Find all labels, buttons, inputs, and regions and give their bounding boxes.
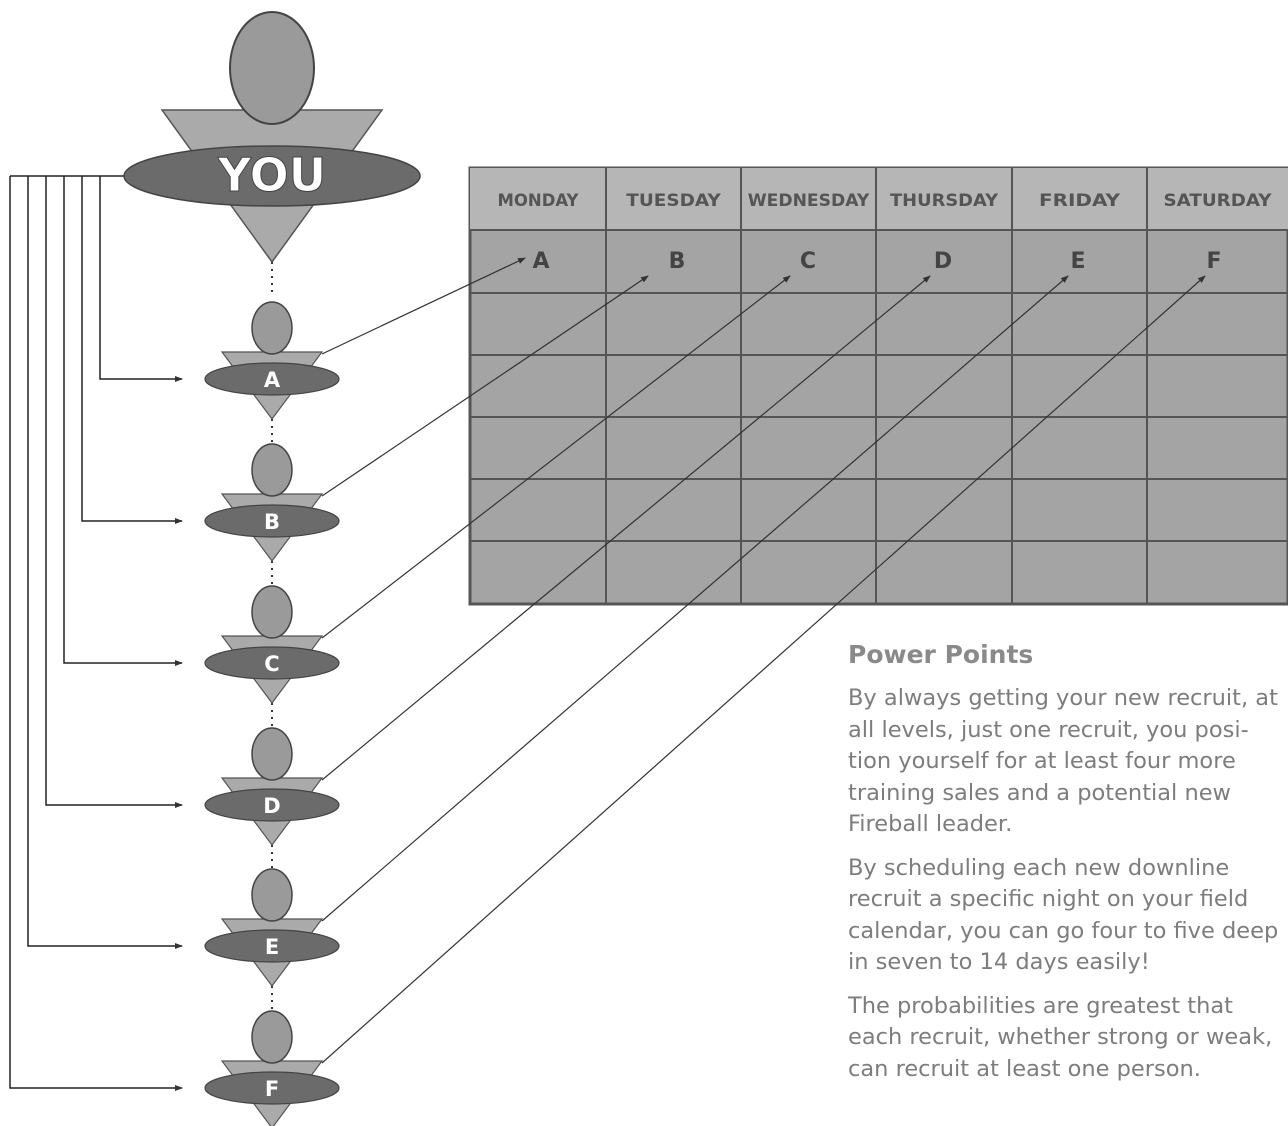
day-header-saturday: SATURDAY xyxy=(1164,191,1273,211)
recruit-label: B xyxy=(264,510,280,534)
connector-arrow xyxy=(63,176,183,666)
calendar-cell-c: C xyxy=(800,249,816,274)
recruit-node-e: E xyxy=(204,868,340,988)
day-header-wednesday: WEDNESDAY xyxy=(748,191,870,211)
recruit-head xyxy=(251,868,293,922)
recruit-label: F xyxy=(265,1077,279,1101)
power-points-title: Power Points xyxy=(848,640,1034,669)
you-label: YOU xyxy=(217,148,326,202)
recruit-ellipse xyxy=(204,929,340,963)
diagonal-arrow xyxy=(321,275,791,639)
recruit-head xyxy=(251,301,293,355)
calendar-day-headers: MONDAY TUESDAY WEDNESDAY THURSDAY FRIDAY SATU… xyxy=(498,191,1273,211)
connector-arrow xyxy=(27,176,183,949)
connector-arrow xyxy=(45,176,183,808)
recruit-ellipse xyxy=(204,504,340,538)
power-point-3: The probabilities are greatest that each… xyxy=(848,992,1273,1082)
recruit-label: D xyxy=(263,794,280,818)
recruit-node-d: D xyxy=(204,727,340,847)
power-points: Power Points By always getting your new … xyxy=(848,640,1288,1097)
recruit-node-b: B xyxy=(204,443,340,563)
recruit-node-c: C xyxy=(204,585,340,705)
calendar-cell-a: A xyxy=(532,249,549,274)
diagonal-arrow xyxy=(321,257,526,355)
calendar-cell-d: D xyxy=(934,249,952,274)
you-node: YOU xyxy=(123,11,421,264)
calendar-cell-f: F xyxy=(1206,249,1221,274)
you-to-recruit-connectors xyxy=(9,175,183,1091)
recruit-to-calendar-arrows xyxy=(321,257,1206,1064)
connector-arrow xyxy=(99,176,183,382)
day-header-friday: FRIDAY xyxy=(1039,191,1121,211)
recruit-head xyxy=(251,443,293,497)
recruit-node-f: F xyxy=(204,1010,340,1126)
recruit-head xyxy=(251,727,293,781)
recruit-node-a: A xyxy=(204,301,340,421)
calendar-background xyxy=(468,166,1288,606)
day-header-tuesday: TUESDAY xyxy=(626,191,721,211)
connector-arrow xyxy=(9,176,183,1091)
calendar-cell-e: E xyxy=(1070,249,1085,274)
recruit-label: C xyxy=(264,652,279,676)
you-ellipse xyxy=(123,145,421,207)
recruit-label: E xyxy=(265,935,279,959)
calendar-grid-lines xyxy=(470,168,1288,604)
day-header-thursday: THURSDAY xyxy=(890,191,999,211)
diagonal-arrow xyxy=(321,275,931,781)
recruit-head xyxy=(251,585,293,639)
power-point-1: By always getting your new recruit, at a… xyxy=(848,685,1278,837)
calendar-first-row: A B C D E F xyxy=(532,249,1221,274)
diagonal-arrow xyxy=(321,275,649,497)
recruit-ellipse xyxy=(204,788,340,822)
recruit-nodes: A B C D E F xyxy=(204,301,340,1126)
power-point-2: By scheduling each new downline recruit … xyxy=(848,854,1279,976)
diagonal-arrow xyxy=(321,275,1206,1064)
field-calendar: MONDAY TUESDAY WEDNESDAY THURSDAY FRIDAY SATU… xyxy=(468,166,1288,606)
day-header-monday: MONDAY xyxy=(498,191,580,211)
recruit-ellipse xyxy=(204,362,340,396)
diagonal-arrow xyxy=(321,275,1069,922)
recruit-label: A xyxy=(264,368,281,392)
calendar-cell-b: B xyxy=(669,249,686,274)
recruit-ellipse xyxy=(204,1071,340,1105)
you-head xyxy=(229,11,315,125)
connector-arrow xyxy=(81,176,183,524)
recruit-ellipse xyxy=(204,646,340,680)
recruit-head xyxy=(251,1010,293,1064)
